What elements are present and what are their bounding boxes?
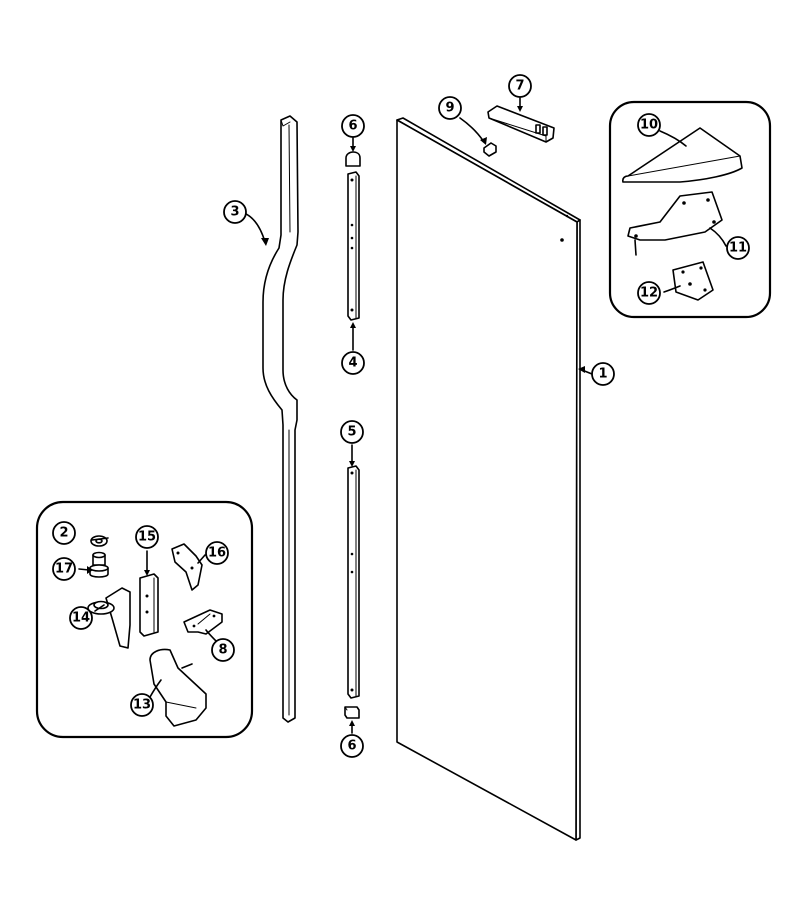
angle-bracket: [183, 609, 223, 635]
callout-label-6-lower: 6: [347, 739, 356, 754]
callout-label-12: 12: [640, 286, 658, 301]
hinge-bracket-plate: [171, 543, 203, 591]
callout-11: 11: [726, 236, 750, 260]
callout-label-11: 11: [729, 241, 747, 256]
door-panel: [396, 117, 581, 841]
callout-14: 14: [69, 606, 93, 630]
callout-9: 9: [438, 96, 462, 120]
callout-1: 1: [591, 362, 615, 386]
callout-17: 17: [52, 557, 76, 581]
callout-15: 15: [135, 525, 159, 549]
lower-trim-strip: [347, 465, 360, 699]
callout-4: 4: [341, 351, 365, 375]
door-handle: [262, 115, 299, 723]
callout-label-5: 5: [347, 425, 356, 440]
callout-label-6-upper: 6: [348, 119, 357, 134]
callout-10: 10: [637, 113, 661, 137]
washer: [90, 535, 108, 547]
callout-label-14: 14: [72, 611, 90, 626]
hinge-pin-bushing: [89, 551, 109, 578]
inset-bottom-hinge-parts: [35, 500, 254, 739]
callout-label-10: 10: [640, 118, 658, 133]
callout-label-2: 2: [59, 526, 68, 541]
end-cap-upper: [345, 151, 361, 167]
callout-6-upper: 6: [341, 114, 365, 138]
upper-hinge-bracket: [627, 191, 723, 256]
callout-2: 2: [52, 521, 76, 545]
callout-3: 3: [223, 200, 247, 224]
callout-label-1: 1: [598, 367, 607, 382]
callout-label-3: 3: [230, 205, 239, 220]
callout-label-7: 7: [515, 79, 524, 94]
upper-trim-strip: [347, 171, 360, 321]
callout-6-lower: 6: [340, 734, 364, 758]
callout-label-4: 4: [348, 356, 357, 371]
top-hinge-cover: [487, 105, 555, 143]
callout-label-15: 15: [138, 530, 156, 545]
inset-hinge-parts: [608, 100, 772, 319]
end-cap-lower: [344, 706, 360, 719]
hinge-cover-wedge: [622, 127, 743, 183]
callout-13: 13: [130, 693, 154, 717]
callout-label-16: 16: [208, 546, 226, 561]
callout-label-13: 13: [133, 698, 151, 713]
hinge-spacer-plate: [139, 573, 159, 637]
callout-label-8: 8: [218, 643, 227, 658]
bottom-hinge: [87, 587, 131, 649]
callout-8: 8: [211, 638, 235, 662]
callout-7: 7: [508, 74, 532, 98]
callout-label-17: 17: [55, 562, 73, 577]
hinge-shim: [672, 261, 714, 301]
callout-12: 12: [637, 281, 661, 305]
bottom-hinge-cover: [149, 648, 207, 727]
callout-5: 5: [340, 420, 364, 444]
callout-16: 16: [205, 541, 229, 565]
hinge-pin: [483, 142, 497, 157]
callout-label-9: 9: [445, 101, 454, 116]
